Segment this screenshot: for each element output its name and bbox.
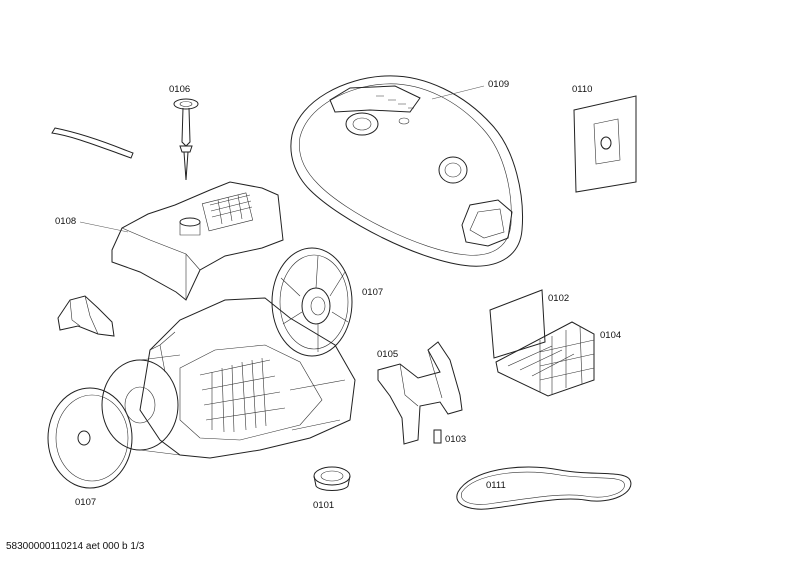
- label-0109: 0109: [488, 79, 509, 90]
- main-body-base: [139, 297, 356, 459]
- part-0104-grid-frame: [495, 321, 595, 397]
- label-0106: 0106: [169, 84, 190, 95]
- part-0105-frame: [377, 341, 463, 445]
- part-0107-wheel-lower: [47, 354, 181, 489]
- label-0105: 0105: [377, 349, 398, 360]
- label-0110: 0110: [572, 84, 592, 95]
- label-0103: 0103: [445, 434, 466, 445]
- part-0110-dust-bag: [573, 95, 637, 193]
- bracket-part: [57, 295, 115, 337]
- label-0104: 0104: [600, 330, 621, 341]
- label-0101: 0101: [313, 500, 334, 511]
- part-0111-belt: [456, 466, 632, 510]
- part-0102-plate: [489, 289, 546, 359]
- document-footer-code: 58300000110214 aet 000 b 1/3: [6, 541, 145, 552]
- part-0108-filter-cover: [111, 181, 284, 301]
- part-0109-top-housing: [290, 75, 523, 267]
- part-0103-clip: [433, 429, 442, 444]
- label-0111: 0111: [486, 480, 506, 491]
- part-0101-ring: [313, 466, 351, 491]
- part-0107-wheel-upper: [271, 247, 353, 357]
- label-0107-top: 0107: [362, 287, 383, 298]
- label-0107-bottom: 0107: [75, 497, 96, 508]
- label-0108: 0108: [55, 216, 76, 227]
- strap-part: [51, 127, 134, 159]
- label-0102: 0102: [548, 293, 569, 304]
- part-0106-pin: [173, 98, 199, 181]
